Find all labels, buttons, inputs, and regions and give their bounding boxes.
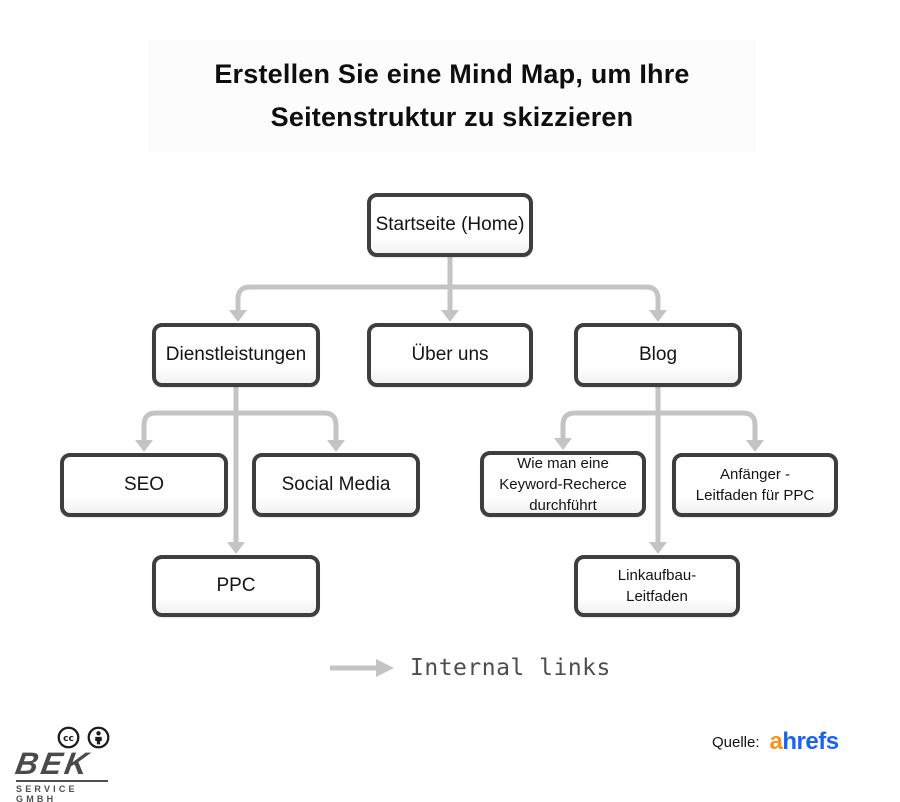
legend: Internal links xyxy=(330,655,611,681)
legend-label: Internal links xyxy=(410,655,611,681)
node-label: SEO xyxy=(123,473,165,495)
node-label: Über uns xyxy=(411,343,489,365)
node-linkaufbau: Linkaufbau- Leitfaden xyxy=(574,555,740,617)
brand-subtext: SERVICE GMBH xyxy=(16,780,108,802)
node-label: PPC xyxy=(216,574,256,596)
node-ueber-uns: Über uns xyxy=(367,323,533,387)
node-label: Linkaufbau- Leitfaden xyxy=(617,567,697,605)
cc-icon: cc xyxy=(57,726,80,749)
node-label: Dienstleistungen xyxy=(165,343,307,365)
title-card: Erstellen Sie eine Mind Map, um Ihre Sei… xyxy=(148,40,756,152)
node-social-media: Social Media xyxy=(252,453,420,517)
node-keyword-recherche: Wie man eine Keyword-Recherce durchführt xyxy=(480,451,646,517)
ahrefs-logo-hrefs: hrefs xyxy=(782,728,839,755)
brand-name: BEK xyxy=(12,746,94,781)
node-blog: Blog xyxy=(574,323,742,387)
node-label: Wie man eine Keyword-Recherce durchführt xyxy=(499,454,627,514)
brand-logo: BEK SERVICE GMBH xyxy=(12,746,108,802)
node-label: Blog xyxy=(638,343,678,365)
license-icons: cc xyxy=(57,726,110,749)
ahrefs-logo-a: a xyxy=(769,728,783,755)
node-seo: SEO xyxy=(60,453,228,517)
node-anfaenger-ppc: Anfänger - Leitfaden für PPC xyxy=(672,453,838,517)
source-attribution: Quelle: ahrefs xyxy=(712,728,839,756)
svg-text:cc: cc xyxy=(63,734,74,744)
source-label: Quelle: xyxy=(712,733,760,751)
node-dienstleistungen: Dienstleistungen xyxy=(152,323,320,387)
node-label: Startseite (Home) xyxy=(375,213,525,235)
attribution-icon xyxy=(87,726,110,749)
legend-arrow-icon xyxy=(330,659,394,677)
ahrefs-logo: ahrefs xyxy=(769,728,840,756)
node-label: Social Media xyxy=(281,473,391,495)
node-ppc: PPC xyxy=(152,555,320,617)
page-title: Erstellen Sie eine Mind Map, um Ihre Sei… xyxy=(214,58,690,132)
node-label: Anfänger - Leitfaden für PPC xyxy=(695,466,815,504)
node-startseite: Startseite (Home) xyxy=(367,193,533,257)
